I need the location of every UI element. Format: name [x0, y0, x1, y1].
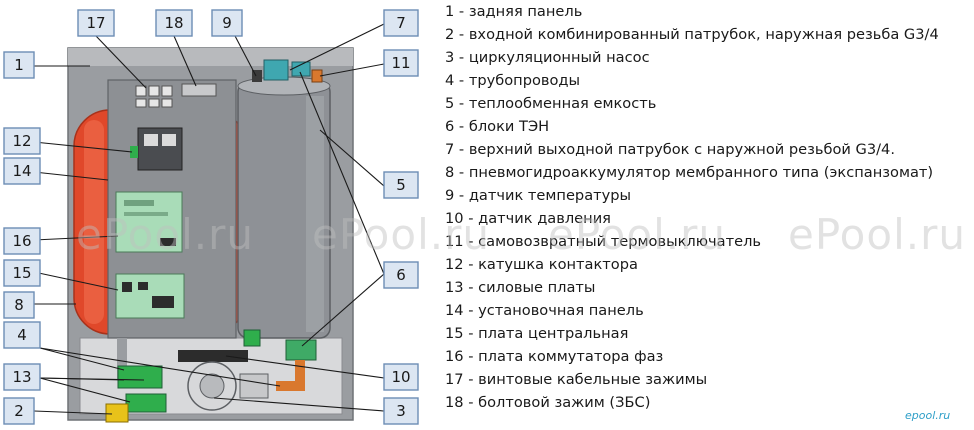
callout-2: 2 [3, 397, 35, 425]
callout-7: 7 [383, 9, 419, 37]
callout-11: 11 [383, 49, 419, 77]
leader-lines [33, 23, 385, 415]
svg-text:10: 10 [391, 368, 410, 386]
svg-text:1: 1 [14, 56, 24, 74]
temperature-sensor [252, 70, 262, 82]
svg-text:14: 14 [12, 162, 31, 180]
svg-text:4: 4 [17, 326, 27, 344]
legend-item: 8 - пневмогидроаккумулятор мембранного т… [445, 164, 934, 181]
power-board-2 [125, 393, 167, 413]
svg-text:15: 15 [12, 264, 31, 282]
heater-cap-left [243, 329, 261, 347]
legend-item: 16 - плата коммутатора фаз [445, 348, 664, 365]
inlet-fitting [105, 403, 129, 423]
callout-boxes: 1 2 3 4 5 6 7 8 9 10 11 12 13 14 15 16 1… [3, 9, 419, 425]
callout-1: 1 [3, 51, 35, 79]
pressure-sensor [178, 350, 248, 362]
legend-item: 11 - самовозвратный термовыключатель [445, 233, 762, 250]
callout-12: 12 [3, 127, 41, 155]
pipe-right [276, 360, 305, 391]
callout-13: 13 [3, 363, 41, 391]
cable-terminals [135, 85, 173, 108]
callout-4: 4 [3, 321, 41, 349]
bolt-clamp [181, 83, 217, 97]
legend-item: 14 - установочная панель [445, 302, 644, 319]
brand-logo: epool.ru [905, 409, 951, 422]
callout-10: 10 [383, 363, 419, 391]
callout-3: 3 [383, 397, 419, 425]
svg-text:3: 3 [396, 402, 406, 420]
legend-item: 18 - болтовой зажим (ЗБС) [445, 394, 651, 411]
callout-14: 14 [3, 157, 41, 185]
callout-6: 6 [383, 261, 419, 289]
legend-item: 2 - входной комбинированный патрубок, на… [445, 26, 939, 43]
expansion-tank-highlight [84, 120, 104, 324]
legend-item: 17 - винтовые кабельные зажимы [445, 371, 708, 388]
legend-item: 7 - верхний выходной патрубок с наружной… [445, 141, 895, 158]
legend-item: 12 - катушка контактора [445, 256, 638, 273]
svg-text:13: 13 [12, 368, 31, 386]
svg-text:8: 8 [14, 296, 24, 314]
svg-text:16: 16 [12, 232, 31, 250]
legend-item: 1 - задняя панель [445, 3, 583, 20]
heater-block-bottom [285, 339, 317, 361]
legend-item: 5 - теплообменная емкость [445, 95, 657, 112]
callout-17: 17 [77, 9, 115, 37]
callout-18: 18 [155, 9, 193, 37]
svg-text:18: 18 [164, 14, 183, 32]
top-outlet [263, 59, 289, 81]
pump-housing [239, 373, 269, 399]
svg-text:9: 9 [222, 14, 232, 32]
svg-text:5: 5 [396, 176, 406, 194]
callout-9: 9 [211, 9, 243, 37]
legend-item: 15 - плата центральная [445, 325, 629, 342]
legend-item: 13 - силовые платы [445, 279, 596, 296]
callout-8: 8 [3, 291, 35, 319]
parts-legend: 1 - задняя панель 2 - входной комбиниров… [445, 0, 939, 414]
legend-item: 4 - трубопроводы [445, 72, 581, 89]
svg-text:11: 11 [391, 54, 410, 72]
callout-15: 15 [3, 259, 41, 287]
svg-text:17: 17 [86, 14, 105, 32]
legend-item: 6 - блоки ТЭН [445, 118, 550, 135]
legend-item: 10 - датчик давления [445, 210, 611, 227]
power-board-1 [117, 365, 163, 389]
svg-text:12: 12 [12, 132, 31, 150]
legend-item: 3 - циркуляционный насос [445, 49, 650, 66]
legend-item: 9 - датчик температуры [445, 187, 632, 204]
svg-text:2: 2 [14, 402, 24, 420]
svg-text:7: 7 [396, 14, 406, 32]
boiler-illustration [67, 47, 354, 423]
contactor [130, 127, 183, 171]
callout-16: 16 [3, 227, 41, 255]
callout-5: 5 [383, 171, 419, 199]
svg-text:6: 6 [396, 266, 406, 284]
